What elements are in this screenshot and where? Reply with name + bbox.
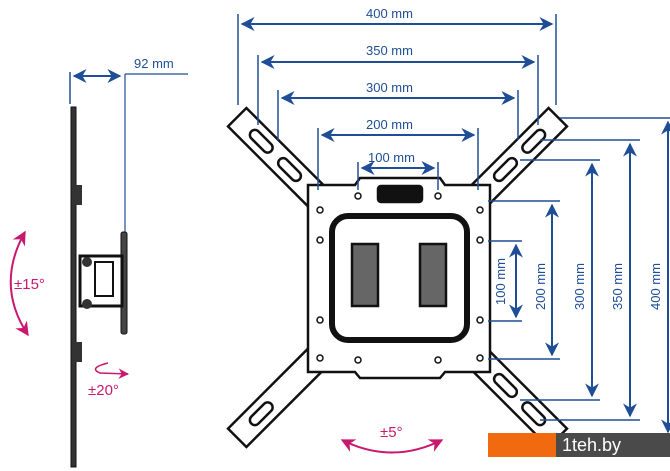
tilt-label: ±15° <box>14 276 45 293</box>
height-200-label: 200 mm <box>533 263 548 310</box>
height-350-label: 350 mm <box>610 263 625 310</box>
rotation-label: ±5° <box>380 424 403 441</box>
tilt-arrow <box>9 230 29 337</box>
height-100-label: 100 mm <box>493 258 508 305</box>
watermark-text: 1teh.by <box>556 433 670 457</box>
width-100-label: 100 mm <box>368 150 415 165</box>
width-200-label: 200 mm <box>366 117 413 132</box>
height-400-label: 400 mm <box>648 263 663 310</box>
depth-label: 92 mm <box>134 56 174 71</box>
watermark: 1teh.by <box>488 433 670 457</box>
width-300-label: 300 mm <box>366 80 413 95</box>
swivel-arrow <box>94 362 130 379</box>
horizontal-dimensions <box>237 14 557 190</box>
watermark-logo <box>488 433 556 457</box>
rotation-arrow <box>340 439 444 454</box>
side-view: 92 mm ±15° ±20° <box>9 56 188 468</box>
height-300-label: 300 mm <box>572 263 587 310</box>
width-400-label: 400 mm <box>366 6 413 21</box>
vertical-dimensions <box>488 117 670 434</box>
width-350-label: 350 mm <box>366 43 413 58</box>
swivel-label: ±20° <box>88 382 119 399</box>
